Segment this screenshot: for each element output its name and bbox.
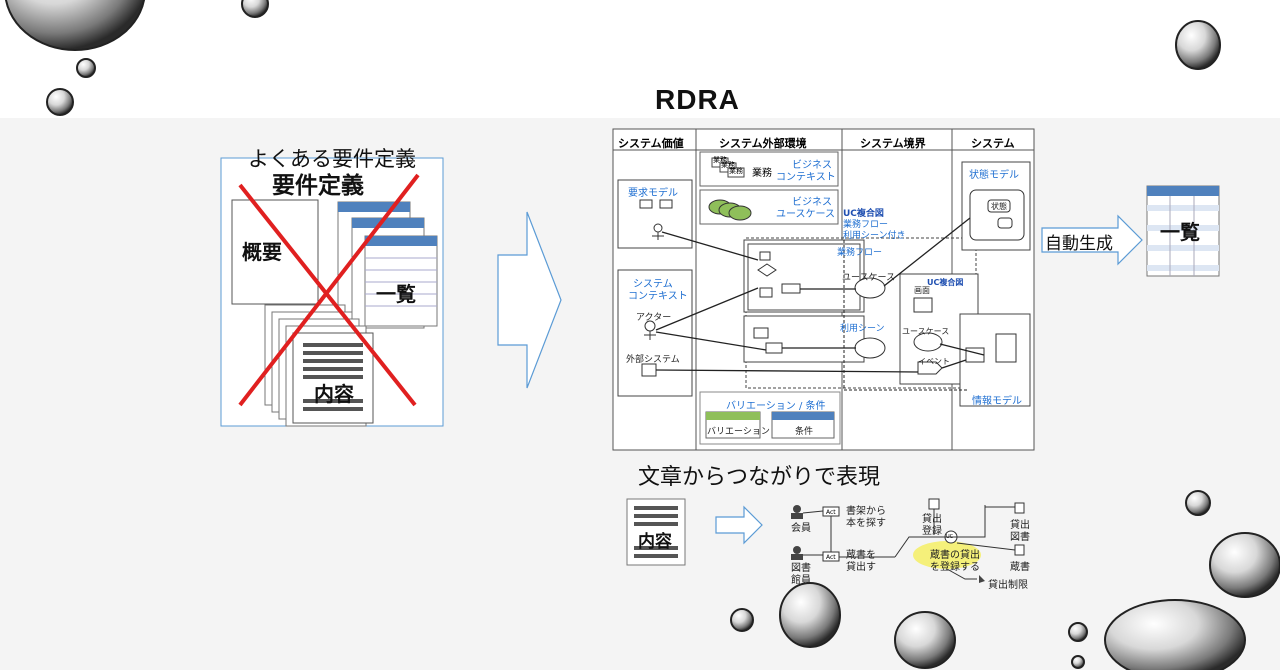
usecase-label-2: ユースケース bbox=[902, 327, 950, 336]
col-external-env: システム外部環境 bbox=[719, 137, 807, 150]
rdra-title: RDRA bbox=[655, 84, 740, 115]
contents-documents bbox=[264, 304, 374, 427]
rdra-diagram bbox=[612, 128, 1035, 451]
usecase-lend-2: を登録する bbox=[930, 562, 980, 573]
external-system-label: 外部システム bbox=[626, 355, 680, 365]
usecase-lend-1: 蔵書の貸出 bbox=[930, 550, 980, 561]
contents-small-label: 内容 bbox=[638, 532, 672, 552]
col-system: システム bbox=[971, 137, 1015, 150]
book-label-1: 貸出 bbox=[1010, 520, 1030, 531]
system-context-1: システム bbox=[633, 279, 673, 290]
system-context-2: コンテキスト bbox=[628, 291, 688, 302]
state-label: 状態 bbox=[991, 202, 1007, 211]
drop-top-right bbox=[1175, 20, 1221, 70]
act-2: Act bbox=[826, 554, 836, 561]
traditional-requirements-panel bbox=[220, 157, 444, 427]
overview-doc bbox=[231, 199, 319, 305]
biz-small-2: 業務 bbox=[721, 161, 735, 169]
uc-composite-1: UC複合図 bbox=[843, 209, 884, 219]
drop-small-1 bbox=[241, 0, 269, 18]
drop-top-left bbox=[4, 0, 146, 51]
lend-label-2: 貸出す bbox=[846, 562, 876, 573]
small-arrow bbox=[715, 505, 763, 545]
list-label: 一覧 bbox=[376, 282, 416, 306]
member-label: 会員 bbox=[791, 523, 811, 534]
col-system-boundary: システム境界 bbox=[860, 137, 926, 150]
book-label-2: 図書 bbox=[1010, 532, 1030, 543]
event-label: イベント bbox=[918, 357, 950, 366]
biz-small-1: 業務 bbox=[713, 156, 727, 164]
librarian-label-2: 館員 bbox=[791, 575, 811, 586]
auto-generate-label: 自動生成 bbox=[1045, 234, 1113, 254]
limit-label: 貸出制限 bbox=[988, 580, 1028, 591]
biz-small-3: 業務 bbox=[729, 167, 743, 175]
drop-bottom-right bbox=[1104, 599, 1246, 670]
librarian-label-1: 図書 bbox=[791, 563, 811, 574]
collection-label: 蔵書 bbox=[1010, 562, 1030, 573]
reg-label-1: 貸出 bbox=[922, 514, 942, 525]
contents-label: 内容 bbox=[314, 382, 354, 406]
drop-right-big bbox=[1209, 532, 1280, 598]
uc-composite-small: UC複合図 bbox=[927, 278, 964, 287]
lend-label-1: 蔵書を bbox=[846, 550, 876, 561]
screen-label: 画面 bbox=[914, 286, 930, 295]
col-system-value: システム価値 bbox=[618, 137, 684, 150]
reg-label-2: 登録 bbox=[922, 526, 942, 537]
traditional-title: よくある要件定義 bbox=[248, 147, 416, 171]
usecase-label-1: ユースケース bbox=[842, 273, 896, 283]
contents-doc-small bbox=[626, 498, 686, 566]
state-model-label: 状態モデル bbox=[969, 170, 1019, 181]
output-list-label: 一覧 bbox=[1160, 220, 1200, 244]
variation-title: バリエーション / 条件 bbox=[726, 401, 826, 412]
condition-label: 条件 bbox=[795, 427, 814, 437]
biz-usecase-1: ビジネス bbox=[792, 197, 832, 208]
transition-arrow bbox=[497, 211, 562, 389]
doc-title: 要件定義 bbox=[272, 173, 364, 199]
drop-bottom-tiny bbox=[1068, 622, 1088, 642]
uc-composite-2: 業務フロー bbox=[843, 220, 889, 230]
overview-label: 概要 bbox=[242, 240, 282, 264]
drop-bottom-2 bbox=[779, 582, 841, 648]
biz-main: 業務 bbox=[752, 168, 772, 179]
cross-line-2 bbox=[238, 173, 420, 407]
search-label-1: 書架から bbox=[846, 506, 886, 517]
biz-context-1: ビジネス bbox=[792, 160, 832, 171]
info-model-label: 情報モデル bbox=[972, 396, 1022, 407]
drop-right-small bbox=[1185, 490, 1211, 516]
search-label-2: 本を探す bbox=[846, 518, 886, 529]
usage-scene-label: 利用シーン bbox=[840, 324, 885, 334]
actor-label: アクター bbox=[636, 313, 672, 323]
biz-usecase-2: ユースケース bbox=[776, 209, 835, 220]
variation-label: バリエーション bbox=[707, 427, 770, 437]
output-list-sheet bbox=[1146, 185, 1220, 277]
act-1: Act bbox=[826, 509, 836, 516]
drop-small-3 bbox=[46, 88, 74, 116]
connection-diagram bbox=[791, 498, 1025, 583]
bottom-title: 文章からつながりで表現 bbox=[638, 465, 881, 490]
drop-bottom-tiny-2 bbox=[1071, 655, 1085, 669]
biz-context-2: コンテキスト bbox=[776, 172, 836, 183]
requirement-model-label: 要求モデル bbox=[628, 188, 678, 199]
drop-bottom-1 bbox=[730, 608, 754, 632]
uc-composite-3: 利用シーン付き bbox=[843, 231, 906, 241]
auto-generate-arrow bbox=[1041, 214, 1143, 266]
uc-mark: UC bbox=[946, 534, 954, 540]
business-flow-label: 業務フロー bbox=[837, 248, 883, 258]
drop-bottom-3 bbox=[894, 611, 956, 669]
drop-small-2 bbox=[76, 58, 96, 78]
list-spreadsheets bbox=[337, 201, 438, 329]
